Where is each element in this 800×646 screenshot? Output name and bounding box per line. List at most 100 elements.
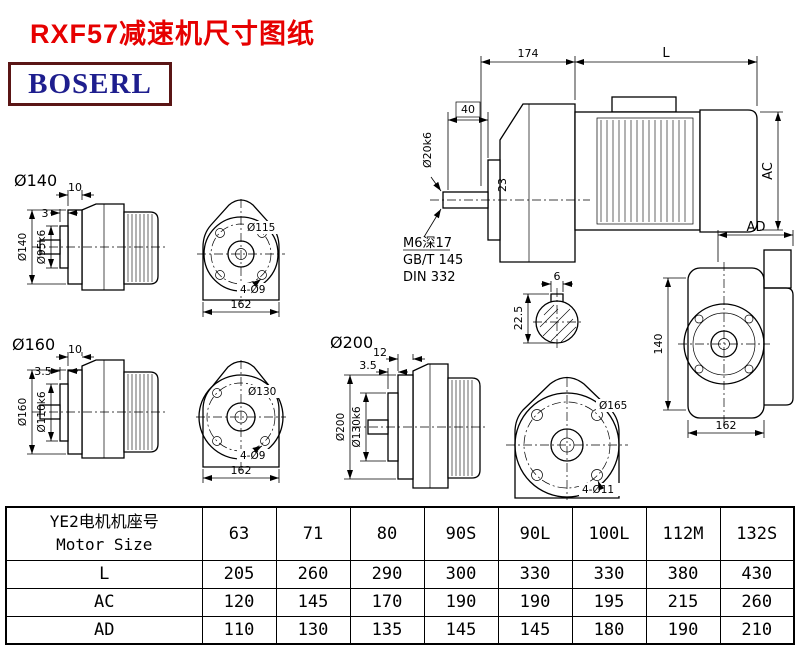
dim-label-12: 12: [373, 346, 387, 359]
dim-flange-thickness: 12: [373, 346, 425, 371]
key-section-detail: 6 22.5: [512, 270, 582, 349]
table-cell: 190: [423, 587, 499, 617]
dim-label-10: 10: [68, 343, 82, 356]
label-backing: [245, 385, 281, 398]
bolt-circle-label: Ø115: [247, 222, 275, 234]
label-backing: [244, 221, 280, 234]
dim-motor-ac: AC: [760, 111, 783, 231]
dim-pilot-step: 3: [42, 207, 78, 222]
dim-label-key-width: 6: [554, 270, 561, 283]
technical-drawing: 174 L 40 Ø20k6 23 M6深17: [12, 46, 794, 500]
table-cell: 380: [645, 559, 721, 589]
bolt-hole: [591, 469, 603, 481]
table-cell: 180: [571, 615, 647, 645]
table-cell: 190: [497, 587, 573, 617]
bolt-hole: [744, 314, 754, 324]
motor-section: [123, 211, 159, 285]
dim-label-od: Ø140: [17, 233, 29, 261]
dim-label-ad: AD: [747, 220, 766, 235]
motor-outline-behind: [764, 287, 794, 406]
dim-label-162: 162: [231, 464, 252, 477]
table-cell: 260: [275, 559, 351, 589]
motor-body: [574, 111, 701, 231]
dim-label-140: 140: [652, 334, 665, 355]
flange-140-views: Ø140 10 3: [14, 171, 285, 317]
dim-flange-od: Ø140: [17, 209, 66, 285]
dim-front-width: 162: [202, 298, 280, 317]
dim-label-10: 10: [68, 181, 82, 194]
dim-label-shaft-dia: Ø20k6: [421, 132, 434, 168]
main-assembly-side-view: 174 L 40 Ø20k6 23 M6深17: [403, 46, 783, 285]
table-cell: 215: [645, 587, 721, 617]
table-row-AC: AC 120 145 170 190 190 195 215 260: [5, 587, 795, 617]
motor-size-col: 112M: [645, 506, 721, 561]
main-front-view: AD 140 162: [652, 220, 794, 438]
table-row-AD: AD 110 130 135 145 145 180 190 210: [5, 615, 795, 645]
terminal-box-front: [763, 249, 792, 289]
dim-key-width: 6: [541, 270, 573, 292]
bolt-hole: [212, 388, 222, 398]
pilot-spigot: [59, 383, 69, 442]
note-tapped-hole: M6深17: [403, 236, 452, 251]
dim-pilot-od: Ø95k6: [36, 225, 58, 269]
dim-label-3-5: 3.5: [359, 359, 377, 372]
gear-housing: [412, 363, 449, 489]
flange-140-label: Ø140: [14, 171, 57, 190]
dim-flange-od: Ø200: [335, 374, 396, 480]
bolt-hole: [694, 364, 704, 374]
row-label: L: [5, 559, 203, 589]
table-row-L: L 205 260 290 300 330 330 380 430: [5, 559, 795, 589]
table-cell: 135: [349, 615, 425, 645]
bolt-hole: [257, 270, 267, 280]
dim-label-162: 162: [716, 419, 737, 432]
motor-size-col: 100L: [571, 506, 647, 561]
page-title: RXF57减速机尺寸图纸: [30, 19, 316, 49]
dim-ad: AD: [717, 220, 794, 262]
bolt-hole: [215, 228, 225, 238]
gear-housing: [81, 359, 125, 459]
gear-housing: [499, 103, 576, 263]
table-cell: 145: [275, 587, 351, 617]
table-cell: 195: [571, 587, 647, 617]
table-cell: 145: [423, 615, 499, 645]
dim-shaft-length: 40: [447, 101, 489, 190]
motor-size-header: YE2电机机座号 Motor Size: [5, 506, 203, 561]
dim-label-od: Ø200: [335, 413, 347, 441]
dim-label-3: 3: [42, 207, 49, 220]
fan-cowl: [699, 109, 758, 233]
dim-label-pilot: Ø110k6: [36, 391, 48, 432]
dim-frame: [455, 101, 481, 118]
flange-200-label: Ø200: [330, 333, 373, 352]
bolt-holes-label: 4-Ø9: [240, 450, 265, 462]
bolt-holes-label: 4-Ø9: [240, 284, 265, 296]
bolt-hole: [531, 469, 543, 481]
brand-logo-text: BOSERL: [28, 67, 152, 100]
flange-160-label: Ø160: [12, 335, 55, 354]
bolt-holes-label: 4-Ø11: [582, 484, 614, 496]
table-cell: 110: [201, 615, 277, 645]
motor-size-col: 90S: [423, 506, 499, 561]
table-cell: 260: [719, 587, 795, 617]
dim-pilot-step: 3.5: [34, 365, 78, 380]
table-cell: 120: [201, 587, 277, 617]
flange-200-views: Ø200 12 3.5: [330, 333, 634, 500]
dim-flange-thickness: 10: [56, 181, 94, 206]
dim-flange-od: Ø160: [17, 369, 66, 455]
label-backing: [596, 399, 634, 412]
motor-fins: [127, 214, 153, 282]
table-cell: 145: [497, 615, 573, 645]
dim-gear-length: 174: [480, 47, 576, 186]
table-cell: 130: [275, 615, 351, 645]
note-gb-standard: GB/T 145: [403, 253, 463, 268]
motor-size-col: 132S: [719, 506, 795, 561]
dim-pilot-od: Ø110k6: [36, 383, 58, 442]
leader-line: [430, 176, 442, 192]
row-label: AD: [5, 615, 203, 645]
dim-shaft-diameter: Ø20k6: [421, 132, 442, 192]
bolt-hole: [531, 409, 543, 421]
motor-size-col: 71: [275, 506, 351, 561]
dim-pilot-step: 3.5: [359, 359, 408, 389]
dim-front-height: 140: [652, 277, 686, 411]
table-cell: 170: [349, 587, 425, 617]
motor-fins: [600, 120, 686, 222]
